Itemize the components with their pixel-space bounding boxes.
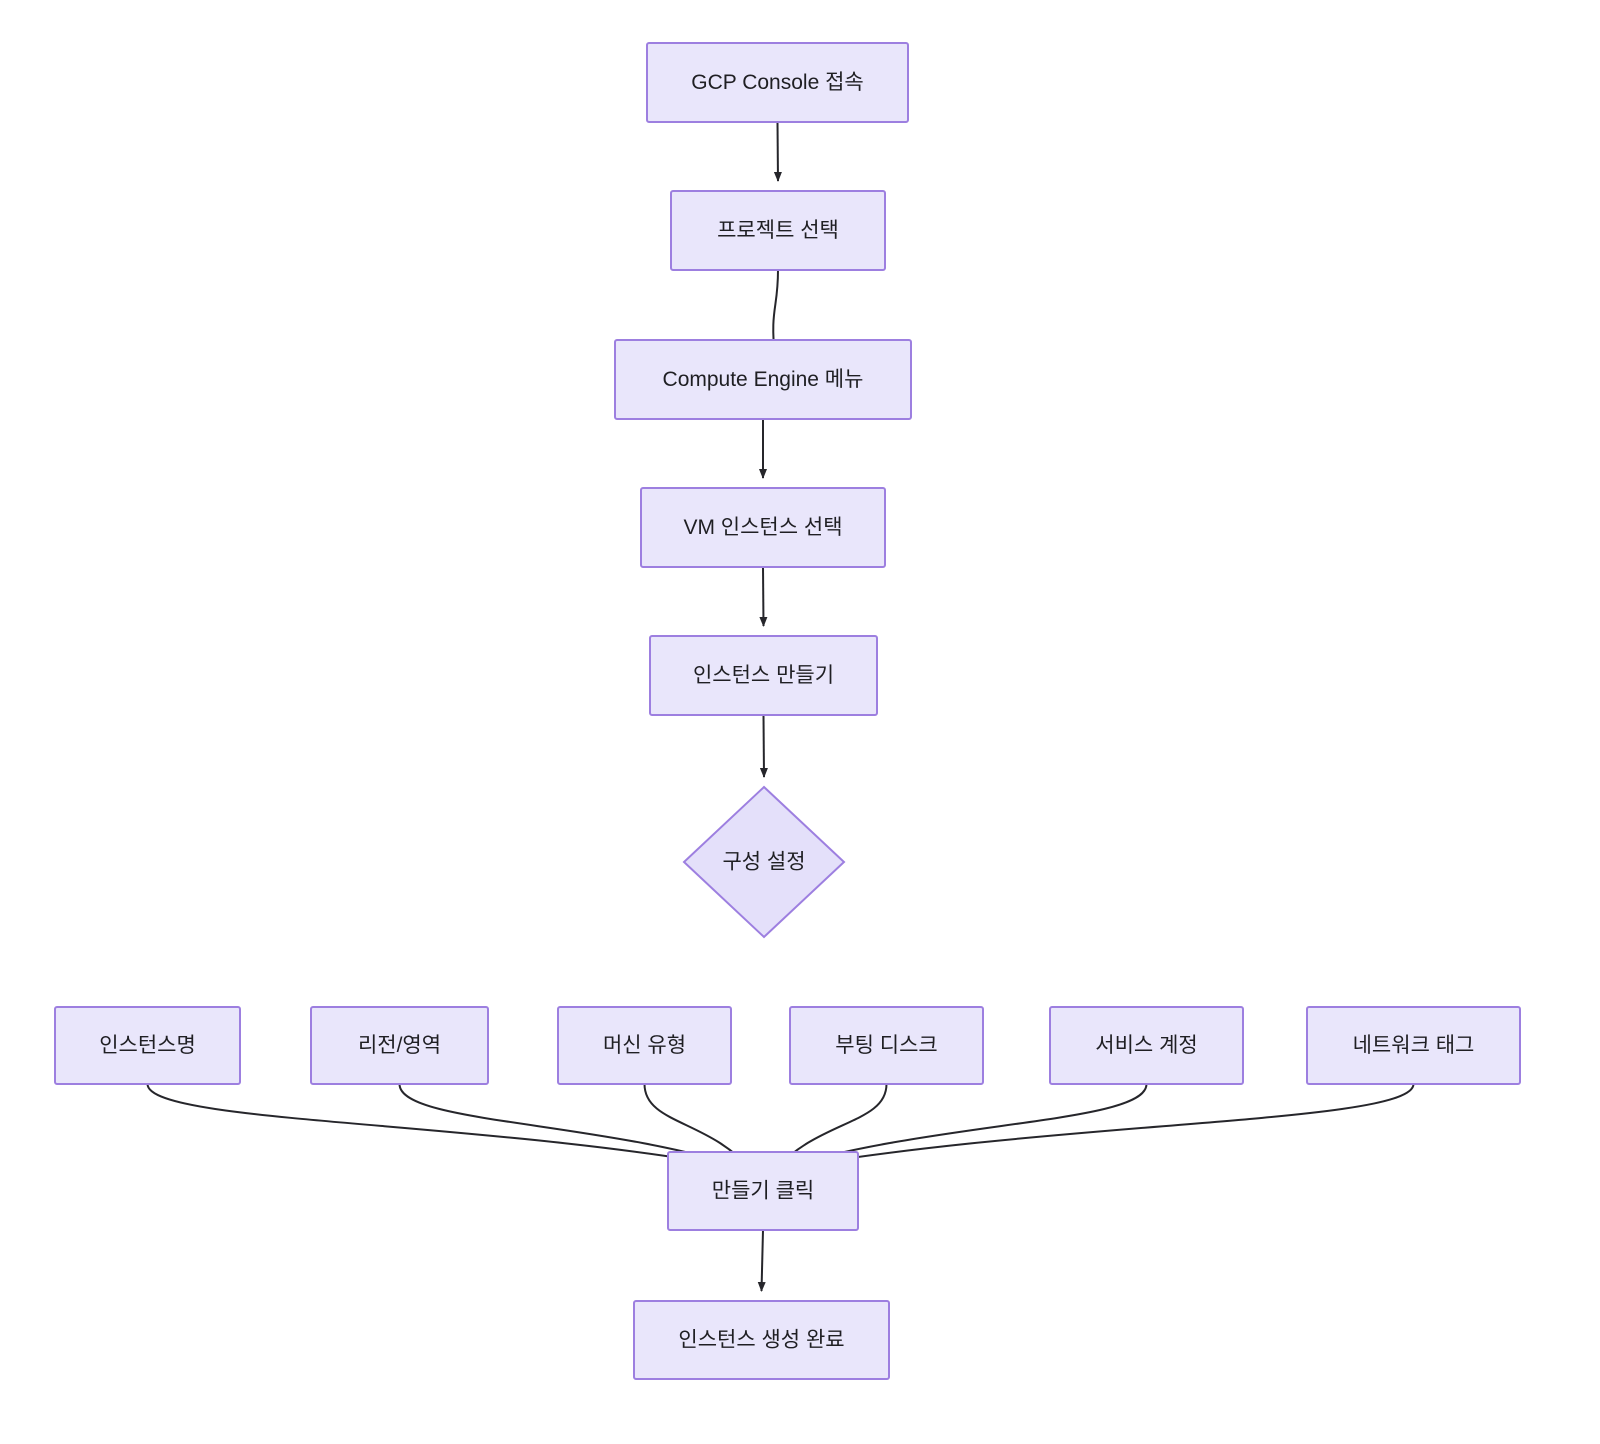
node-shape-gcp_console bbox=[646, 42, 909, 123]
flow-node-gcp_console[interactable]: GCP Console 접속 bbox=[646, 42, 909, 123]
node-shape-click_create bbox=[667, 1151, 859, 1231]
flow-node-service_account[interactable]: 서비스 계정 bbox=[1049, 1006, 1244, 1085]
edge-click_create-to-instance_created bbox=[757, 1229, 766, 1292]
edge-vm_instance_select-to-create_instance bbox=[759, 566, 768, 627]
flow-node-machine_type[interactable]: 머신 유형 bbox=[557, 1006, 732, 1085]
node-shape-vm_instance_select bbox=[640, 487, 886, 568]
flow-node-instance_name[interactable]: 인스턴스명 bbox=[54, 1006, 241, 1085]
node-shape-instance_created bbox=[633, 1300, 890, 1380]
flow-node-project_select[interactable]: 프로젝트 선택 bbox=[670, 190, 886, 271]
flow-node-click_create[interactable]: 만들기 클릭 bbox=[667, 1151, 859, 1231]
flow-node-create_instance[interactable]: 인스턴스 만들기 bbox=[649, 635, 878, 716]
decision-shape-config_settings bbox=[682, 785, 846, 939]
node-shape-network_tag bbox=[1306, 1006, 1521, 1085]
edge-instance_name-to-click_create bbox=[146, 1083, 752, 1173]
flow-node-instance_created[interactable]: 인스턴스 생성 완료 bbox=[633, 1300, 890, 1380]
flow-node-network_tag[interactable]: 네트워크 태그 bbox=[1306, 1006, 1521, 1085]
flow-node-region_zone[interactable]: 리전/영역 bbox=[310, 1006, 489, 1085]
flow-node-config_settings[interactable]: 구성 설정 bbox=[682, 785, 846, 939]
edge-network_tag-to-click_create bbox=[774, 1083, 1415, 1173]
node-shape-instance_name bbox=[54, 1006, 241, 1085]
node-shape-boot_disk bbox=[789, 1006, 984, 1085]
edge-create_instance-to-config_settings bbox=[759, 714, 768, 778]
node-shape-compute_engine_menu bbox=[614, 339, 912, 420]
node-shape-project_select bbox=[670, 190, 886, 271]
edge-gcp_console-to-project_select bbox=[773, 121, 782, 182]
flow-node-boot_disk[interactable]: 부팅 디스크 bbox=[789, 1006, 984, 1085]
node-shape-region_zone bbox=[310, 1006, 489, 1085]
node-shape-service_account bbox=[1049, 1006, 1244, 1085]
node-shape-machine_type bbox=[557, 1006, 732, 1085]
flow-node-compute_engine_menu[interactable]: Compute Engine 메뉴 bbox=[614, 339, 912, 420]
node-shape-create_instance bbox=[649, 635, 878, 716]
flow-node-vm_instance_select[interactable]: VM 인스턴스 선택 bbox=[640, 487, 886, 568]
